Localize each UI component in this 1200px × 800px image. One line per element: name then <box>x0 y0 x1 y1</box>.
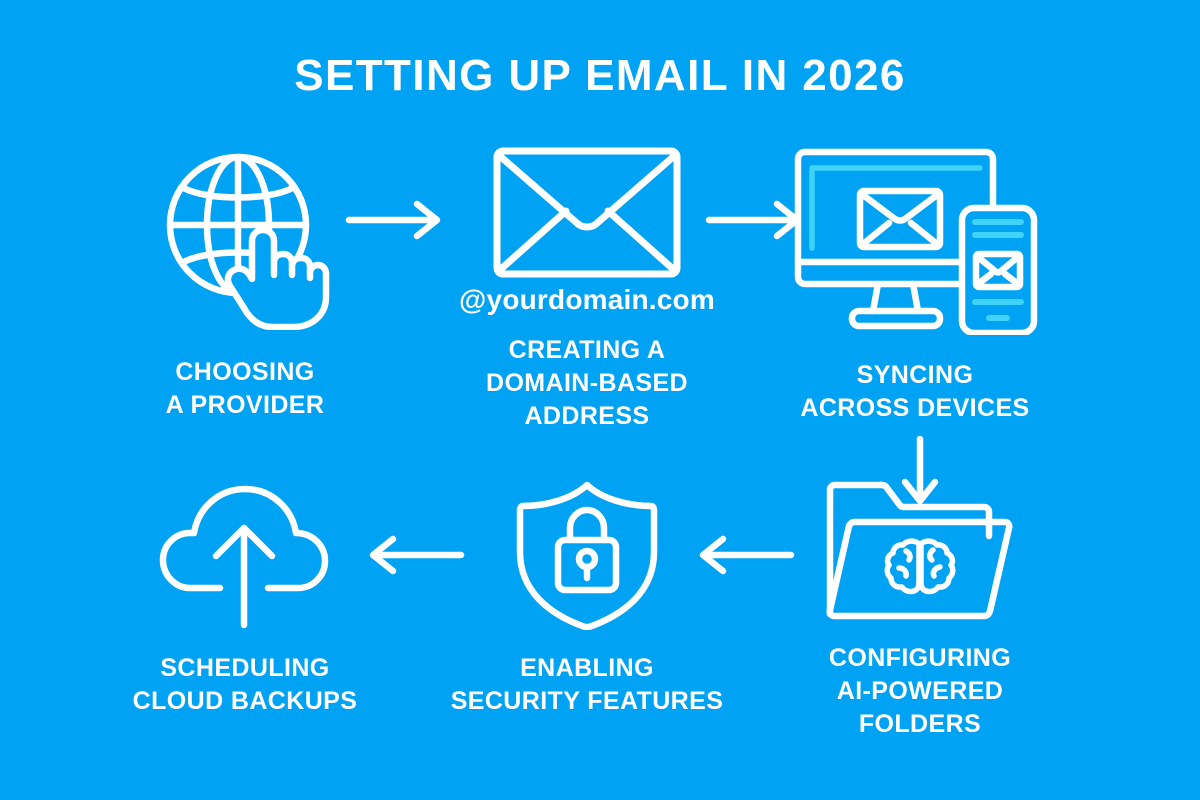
step-creating-a-domain-based-address: @yourdomain.com CREATING A DOMAIN-BASED … <box>437 145 737 433</box>
shield-lock-icon <box>512 480 662 630</box>
step-choosing-a-provider: CHOOSING A PROVIDER <box>95 145 395 422</box>
arrow-left-icon <box>695 535 795 575</box>
caption-line-2: SECURITY FEATURES <box>450 687 724 715</box>
step-caption: ENABLING SECURITY FEATURES <box>451 652 724 718</box>
caption-line-2: ACROSS DEVICES <box>800 394 1030 422</box>
caption-line-2: A PROVIDER <box>165 391 325 419</box>
step-caption: CONFIGURING AI-POWERED FOLDERS <box>829 642 1011 741</box>
domain-sublabel: @yourdomain.com <box>459 284 715 315</box>
step-caption: SYNCING ACROSS DEVICES <box>800 359 1029 425</box>
caption-line-2: DOMAIN-BASED <box>485 369 689 397</box>
step-scheduling-cloud-backups: SCHEDULING CLOUD BACKUPS <box>95 480 395 718</box>
step-configuring-ai-powered-folders: CONFIGURING AI-POWERED FOLDERS <box>770 480 1070 741</box>
arrow-left-icon <box>365 535 465 575</box>
step-syncing-across-devices: SYNCING ACROSS DEVICES <box>765 145 1065 425</box>
caption-line-2: CLOUD BACKUPS <box>132 687 358 715</box>
step-caption: CREATING A DOMAIN-BASED ADDRESS <box>486 334 688 433</box>
arrow-right-icon <box>345 200 445 240</box>
caption-line-1: ENABLING <box>520 654 654 682</box>
caption-line-1: CREATING A <box>508 336 666 364</box>
caption-line-1: CHOOSING <box>175 358 315 386</box>
arrow-down-icon <box>900 435 940 507</box>
caption-line-1: CONFIGURING <box>828 644 1012 672</box>
caption-line-3: ADDRESS <box>524 402 650 430</box>
step-caption: CHOOSING A PROVIDER <box>166 356 325 422</box>
step-enabling-security-features: ENABLING SECURITY FEATURES <box>437 480 737 718</box>
globe-pointer-icon <box>160 145 330 330</box>
envelope-icon <box>492 145 682 280</box>
page-title: SETTING UP EMAIL IN 2026 <box>294 51 906 100</box>
caption-line-1: SCHEDULING <box>160 654 330 682</box>
caption-line-3: FOLDERS <box>858 710 982 738</box>
step-caption: SCHEDULING CLOUD BACKUPS <box>133 652 358 718</box>
monitor-phone-email-icon <box>790 145 1040 335</box>
cloud-upload-icon <box>158 480 333 630</box>
folder-brain-icon <box>820 480 1020 620</box>
arrow-right-icon <box>705 200 805 240</box>
caption-line-2: AI-POWERED <box>836 677 1004 705</box>
caption-line-1: SYNCING <box>856 361 974 389</box>
